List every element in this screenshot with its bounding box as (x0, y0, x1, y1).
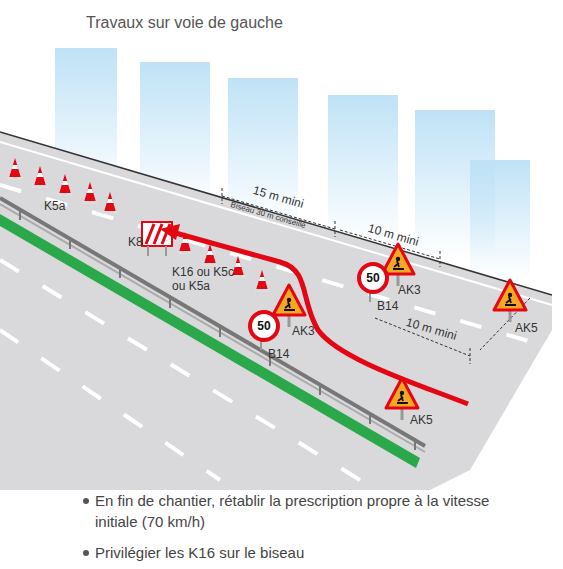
note-text: Privilégier les K16 sur le biseau (95, 542, 535, 563)
note-text: En fin de chantier, rétablir la prescrip… (95, 490, 535, 532)
k8-barrier (142, 222, 172, 256)
sign-code: AK3 (292, 325, 315, 339)
part-label: K16 ou K5c ou K5a (172, 266, 244, 294)
part-label: K5a (44, 200, 65, 214)
bullet-dot (83, 498, 89, 504)
diagram-title: Travaux sur voie de gauche (86, 14, 283, 32)
sign-code: B14 (377, 300, 398, 314)
road-surface (0, 132, 552, 490)
dimension-lines (222, 188, 530, 364)
green-strip (0, 214, 420, 468)
speed-value: 50 (248, 310, 280, 342)
speed-sign: 50B14 (248, 310, 304, 366)
sign-code: AK3 (398, 284, 421, 298)
sign-code: AK5 (515, 322, 538, 336)
speed-value: 50 (357, 262, 389, 294)
sign-code: AK5 (410, 414, 433, 428)
bullet-dot (83, 550, 89, 556)
sign-code: B14 (268, 348, 289, 362)
speed-sign: 50B14 (357, 262, 413, 318)
ak5-sign (494, 280, 526, 322)
part-label: K8 (128, 236, 143, 250)
traffic-arrow (172, 232, 468, 404)
